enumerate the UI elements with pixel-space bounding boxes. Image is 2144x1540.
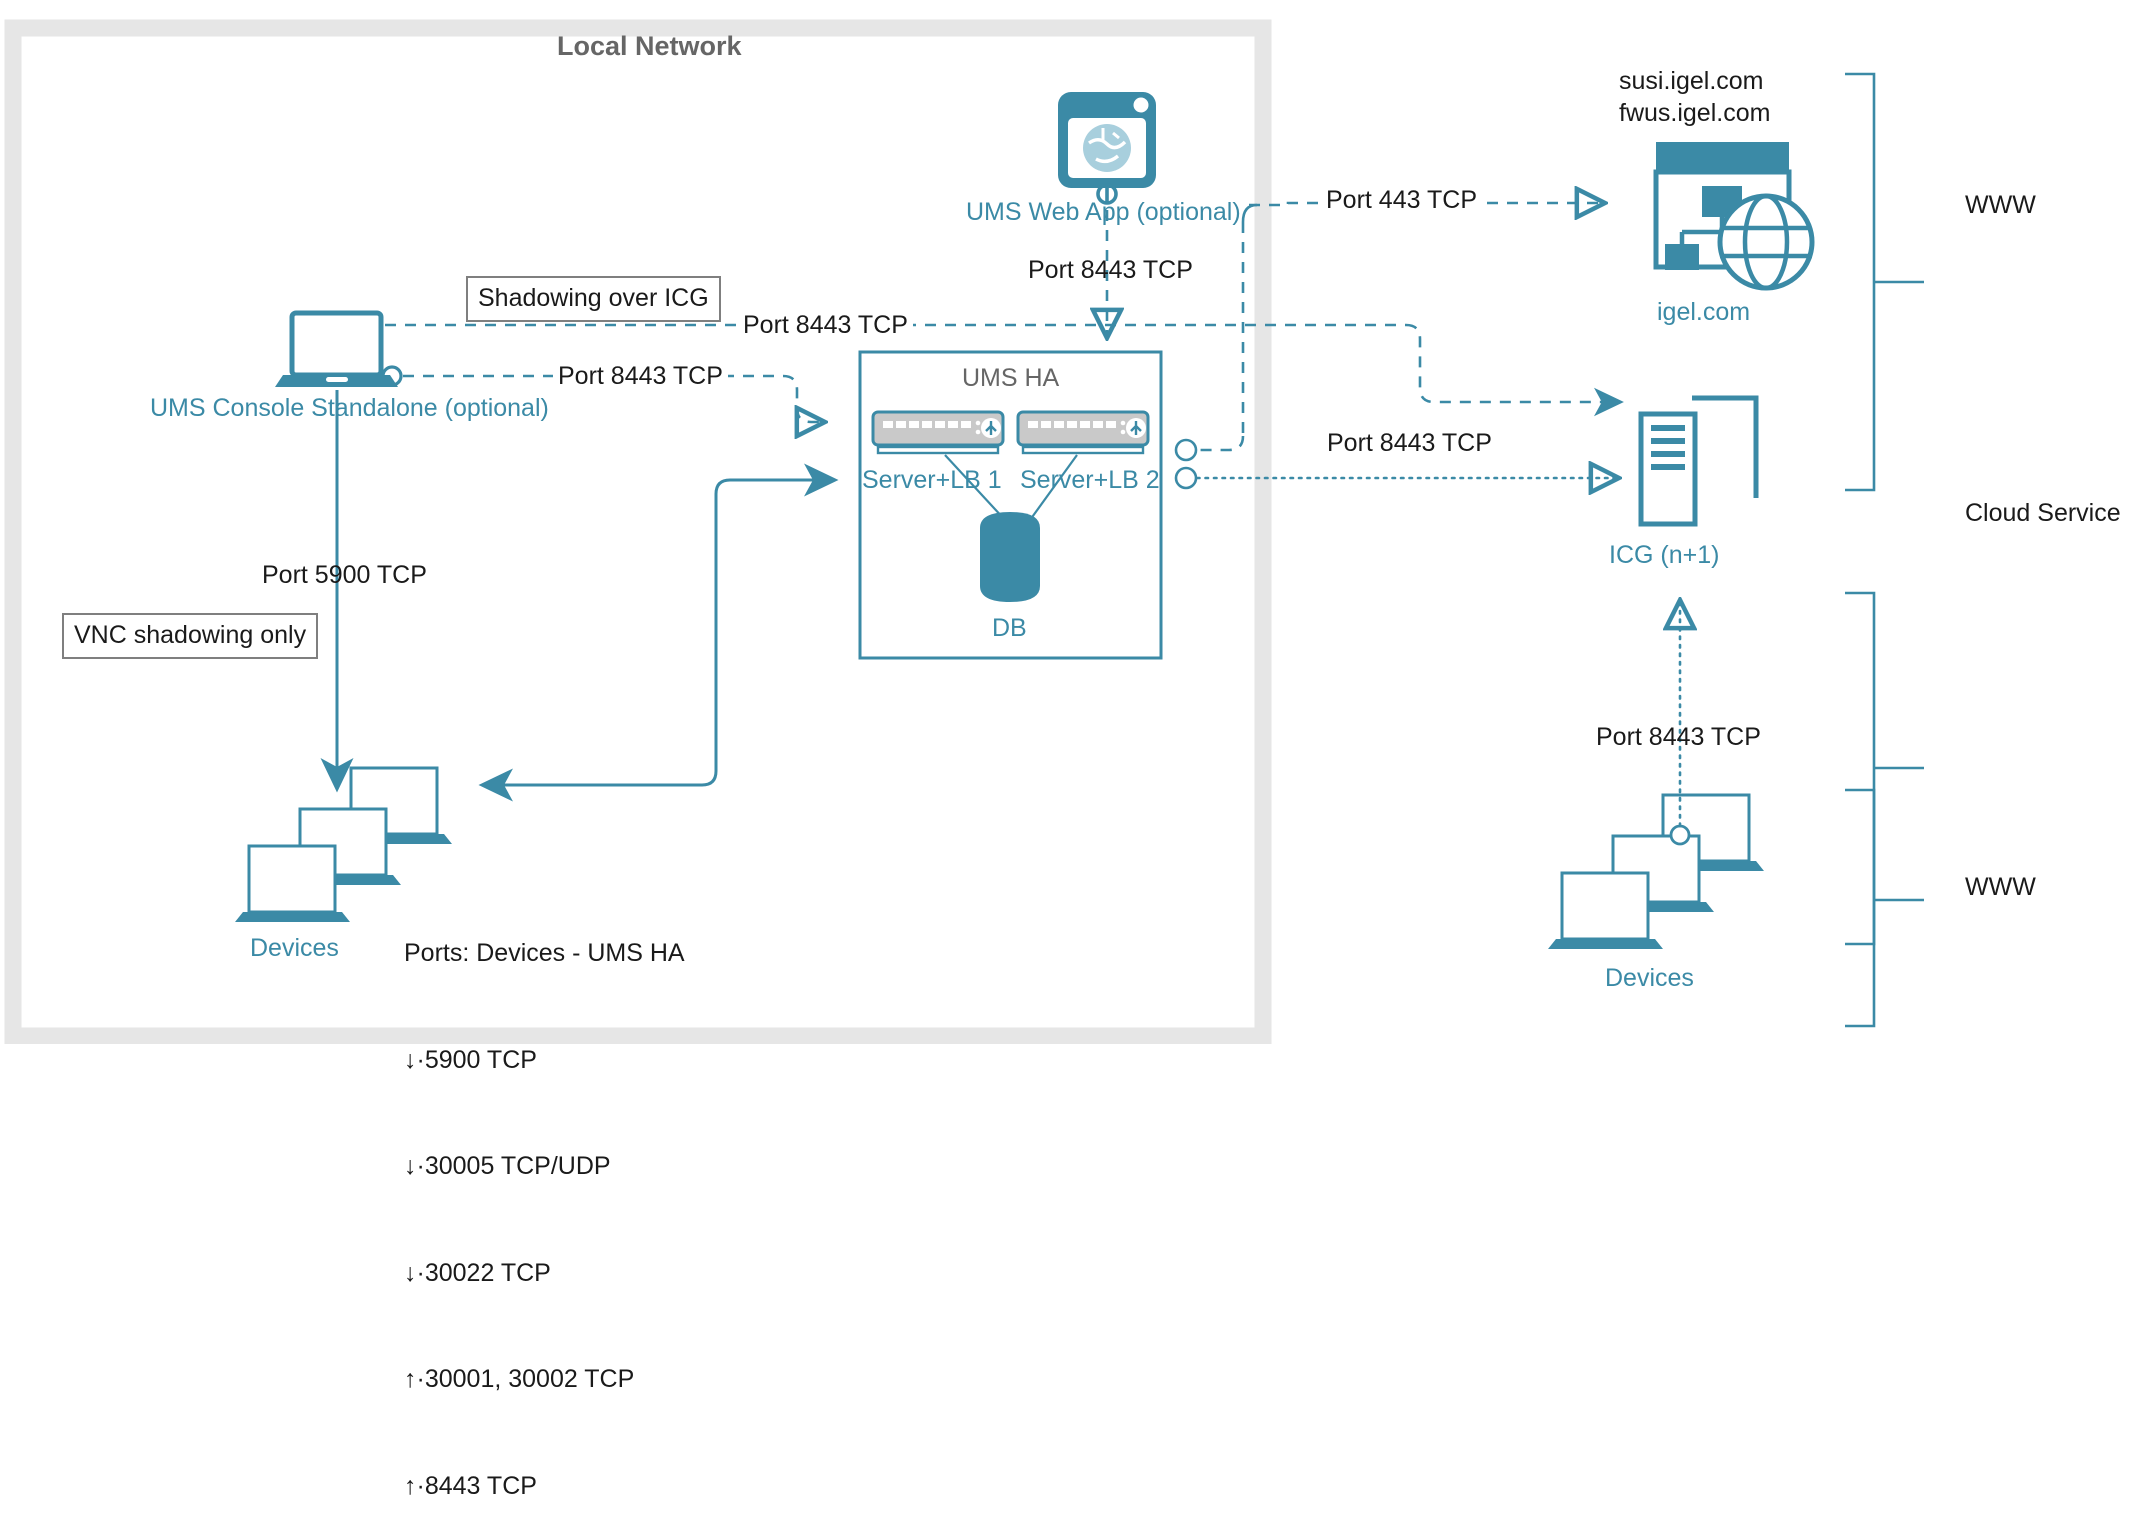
ports-row: ↓·30022 TCP [404,1258,551,1287]
zone-label-www-bottom: WWW [1965,873,2036,901]
edge-console-shadow-corner [1405,323,1624,417]
laptop-icon-console [275,310,403,387]
laptops-stack-icon-local [235,766,452,922]
ports-row: ↑·30001, 30002 TCP [404,1365,635,1393]
edge-label-console-devices: Port 5900 TCP [262,561,427,589]
igel-host-susi: susi.igel.com [1619,67,1764,95]
devices-remote-label: Devices [1605,964,1694,992]
website-globe-icon [1653,142,1815,291]
edge-webapp-to-igel-stub [1241,203,1258,223]
server-appliance-icon-1 [871,410,1006,521]
callout-shadowing-over-icg: Shadowing over ICG [466,276,721,323]
ports-panel-title: Ports: Devices - UMS HA [404,939,685,967]
zone-label-cloud-service: Cloud Service [1965,499,2121,527]
ports-row: ↑·8443 TCP [404,1471,537,1500]
server-lb-1-label: Server+LB 1 [862,466,1002,494]
database-cylinder-icon [980,512,1040,602]
edge-label-console-umsha: Port 8443 TCP [553,361,728,393]
igel-com-label: igel.com [1657,298,1751,326]
edge-webapp-to-igel-tail [1196,435,1245,452]
server-lb-2-label: Server+LB 2 [1020,466,1160,494]
ums-console-label: UMS Console Standalone (optional) [150,394,549,422]
edge-devices-to-umsha [487,463,839,787]
db-label: DB [992,614,1027,642]
server-tower-icon [1638,395,1759,527]
ports-row: ↓·30005 TCP/UDP [404,1152,611,1180]
edge-label-console-shadow: Port 8443 TCP [738,310,913,342]
browser-globe-icon [1058,92,1156,205]
ums-web-app-label: UMS Web App (optional) [966,198,1241,226]
icg-label: ICG (n+1) [1609,541,1720,569]
igel-host-fwus: fwus.igel.com [1619,99,1771,127]
edge-console-to-umsha [403,374,825,422]
port-endpoint-dot-2 [1174,466,1198,490]
edge-webapp-to-igel [1249,203,1605,205]
ports-row: ↓·5900 TCP [404,1045,537,1074]
devices-local-label: Devices [250,934,339,962]
laptops-stack-icon-remote [1548,793,1764,949]
local-network-boundary [4,19,1272,1044]
ums-ha-title: UMS HA [962,364,1060,392]
page-title: Local Network [557,31,742,61]
ums-ha-box [858,350,1163,660]
zone-bracket-cloud-service [1845,591,1924,946]
diagram-canvas: Local Network UMS Web App (optional) Por… [4,19,2121,1500]
network-diagram-svg [4,19,1924,1044]
edge-label-webapp-umsha: Port 8443 TCP [1028,256,1193,284]
edge-label-umsha-icg: Port 8443 TCP [1322,428,1497,460]
edge-label-webapp-igel: Port 443 TCP [1322,185,1482,217]
server-appliance-icon-2 [1016,410,1150,521]
edge-label-devices-icg: Port 8443 TCP [1596,723,1761,751]
port-endpoint-dot-1 [1174,438,1198,462]
zone-label-www-top: WWW [1965,191,2036,219]
callout-vnc-shadowing-only: VNC shadowing only [62,613,319,660]
zone-bracket-www-top [1845,72,1924,492]
